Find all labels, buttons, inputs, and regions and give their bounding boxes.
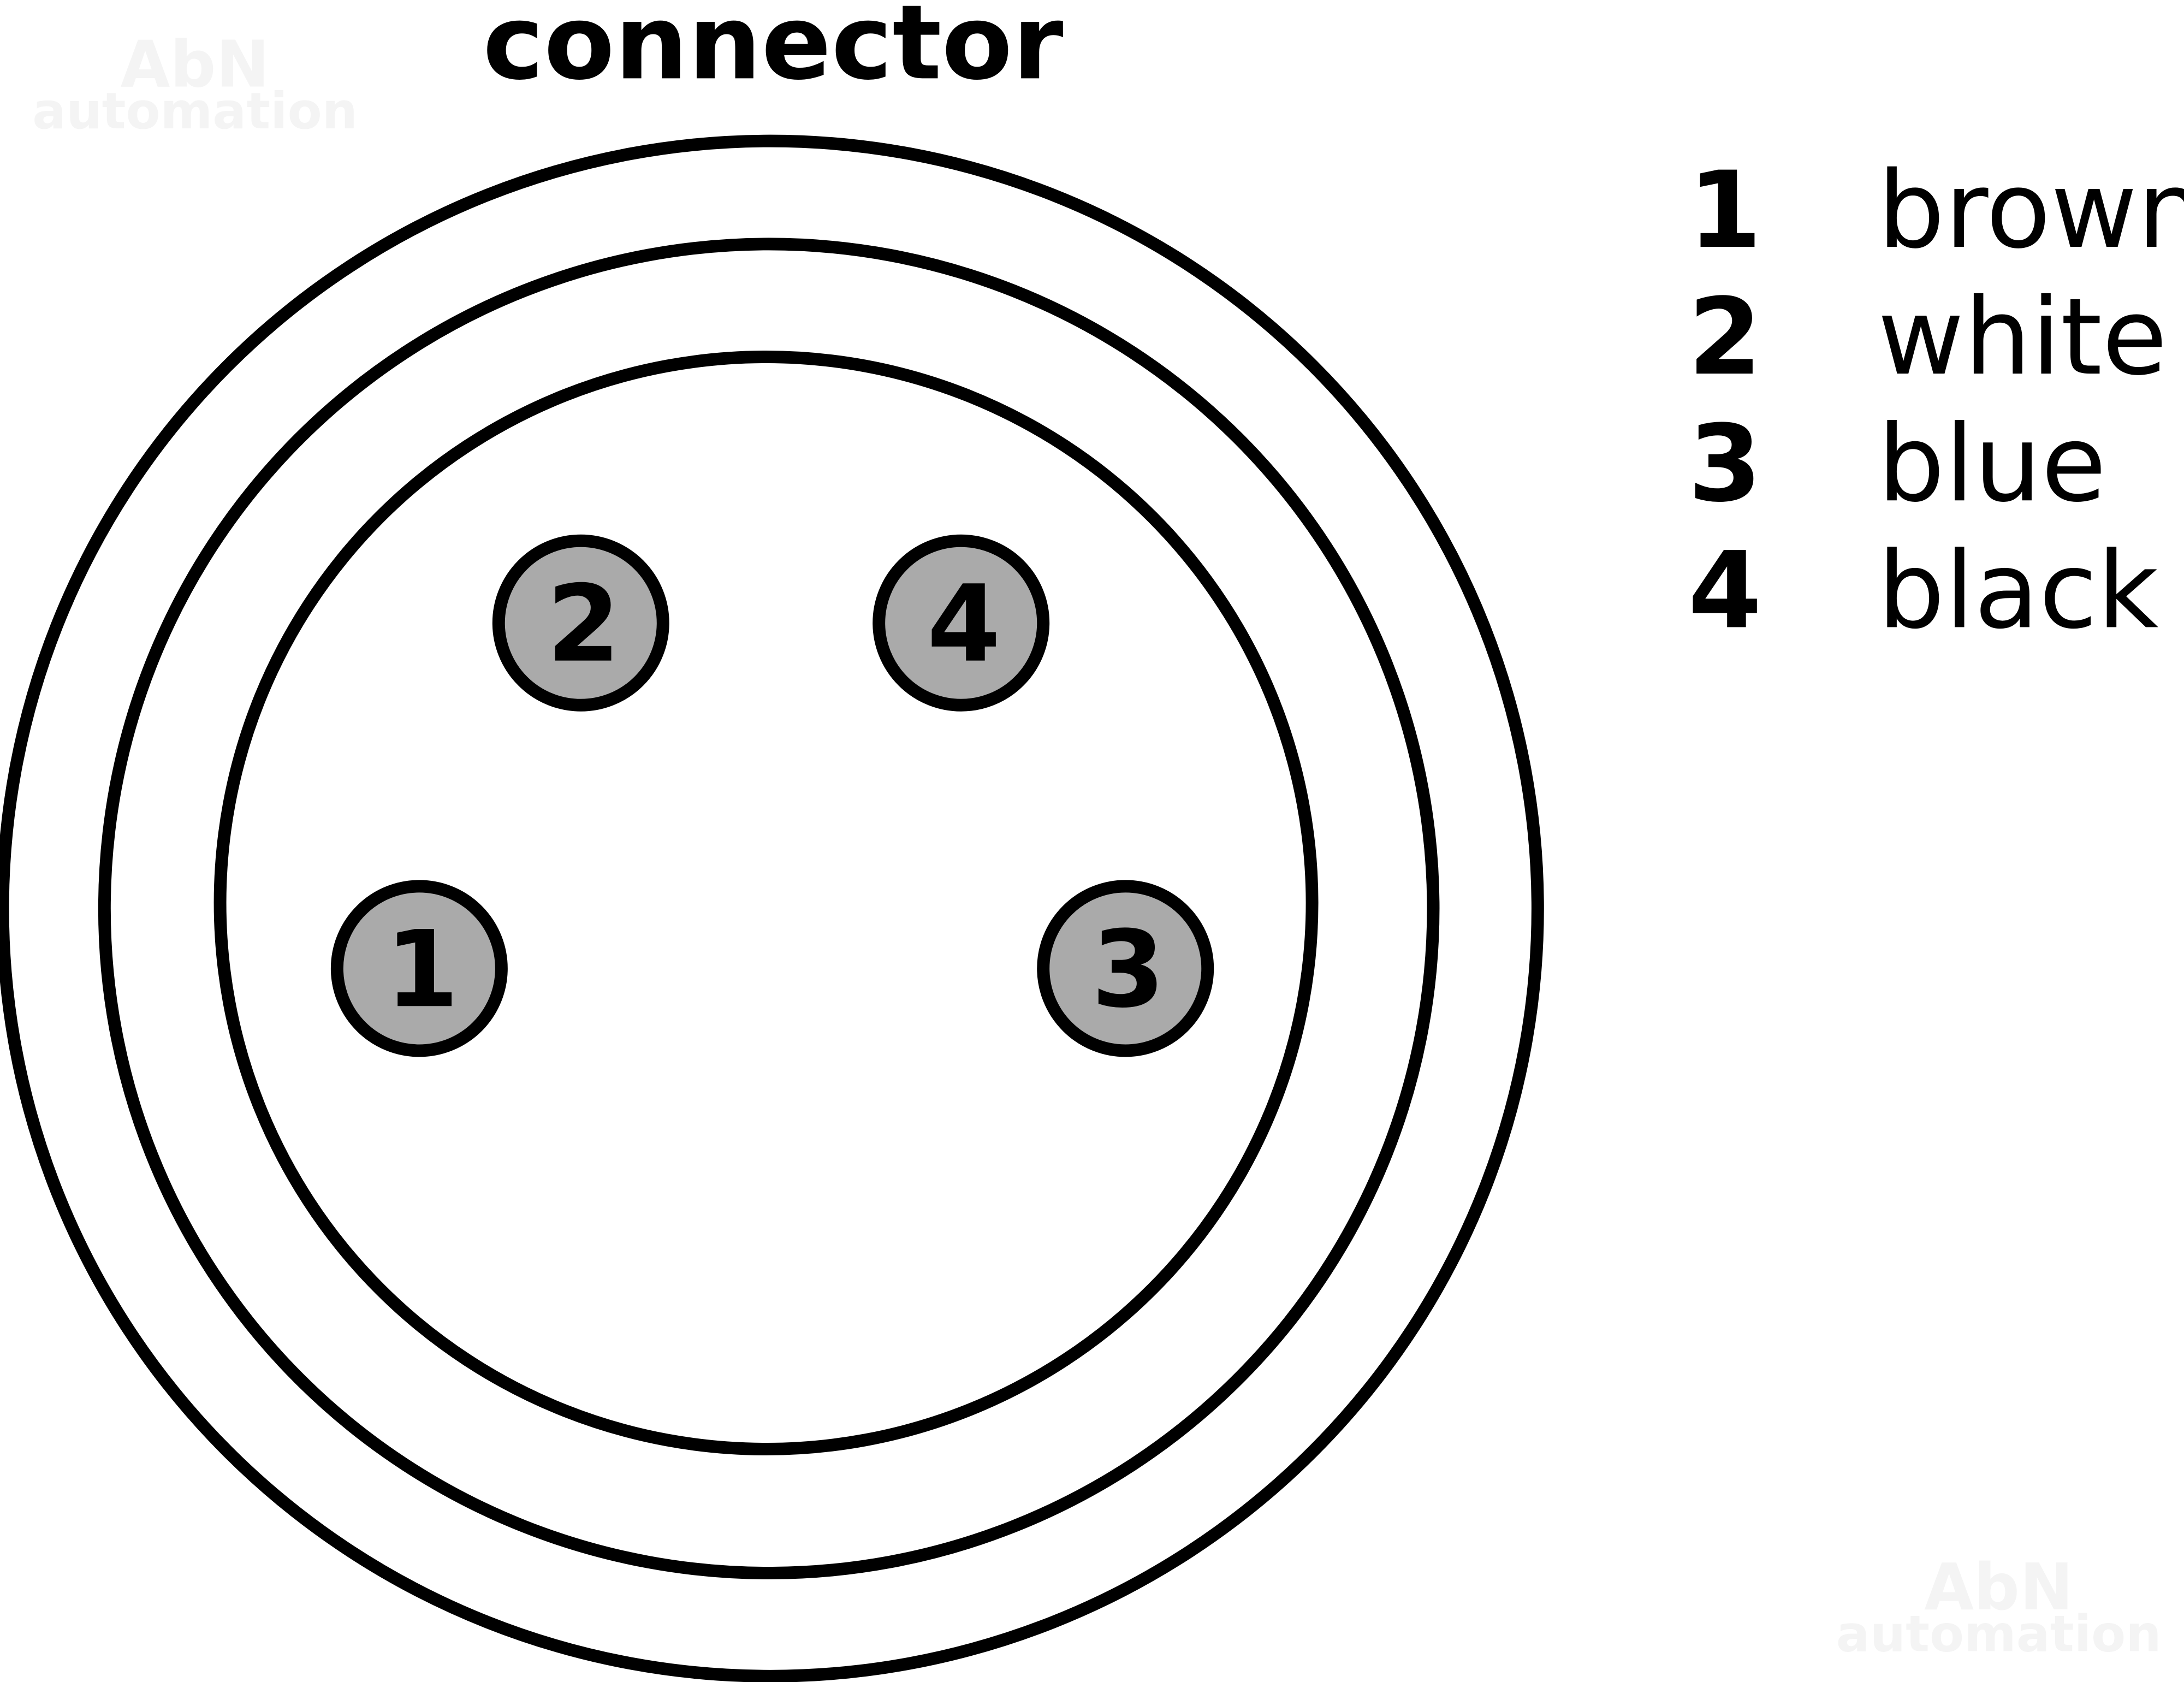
pin-4: 4	[873, 534, 1050, 712]
legend-item: 4 black	[1688, 529, 2159, 652]
legend-number: 2	[1688, 275, 1762, 399]
pin-number: 1	[385, 908, 459, 1031]
legend-item: 3 blue	[1688, 402, 2106, 525]
pin-number: 4	[927, 562, 1001, 686]
middle-ring	[98, 238, 1440, 1580]
watermark-text: AbN	[121, 27, 270, 102]
pin-2: 2	[492, 534, 669, 712]
watermark-top-left: AbN automation	[32, 27, 358, 141]
pin-circle	[1037, 880, 1214, 1057]
watermark-text: automation	[32, 82, 358, 140]
watermark-text: automation	[1836, 1604, 2162, 1663]
pin-1: 1	[330, 880, 508, 1057]
pin-circle	[492, 534, 669, 712]
legend-item: 1 brown	[1688, 149, 2184, 272]
legend-color: blue	[1878, 402, 2106, 525]
pin-circle	[330, 880, 508, 1057]
legend-number: 3	[1688, 402, 1762, 525]
pin-3: 3	[1037, 880, 1214, 1057]
watermark-bottom-right: AbN automation	[1836, 1550, 2162, 1663]
pin-number: 2	[547, 562, 620, 686]
diagram-title: connector	[483, 0, 1063, 103]
legend: 1 brown 2 white 3 blue 4 black	[1688, 149, 2184, 652]
watermark-text: AbN	[1924, 1550, 2073, 1625]
pin-circle	[873, 534, 1050, 712]
legend-color: black	[1878, 529, 2159, 652]
pin-number: 3	[1091, 908, 1165, 1031]
legend-color: white	[1878, 275, 2168, 399]
legend-number: 1	[1688, 149, 1762, 272]
inner-ring	[213, 351, 1319, 1455]
legend-color: brown	[1878, 149, 2184, 272]
outer-ring	[0, 135, 1544, 1682]
legend-item: 2 white	[1688, 275, 2168, 399]
legend-number: 4	[1688, 529, 1762, 652]
